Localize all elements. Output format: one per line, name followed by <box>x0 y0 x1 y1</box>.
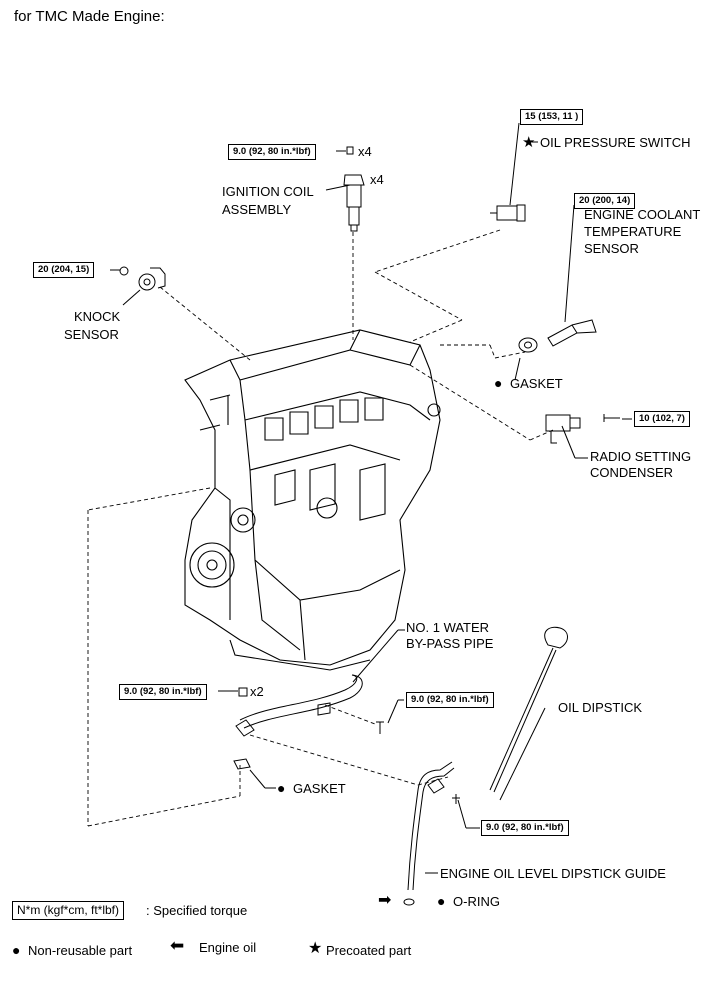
leader-lines <box>110 122 632 874</box>
label-water-pipe-line2: BY-PASS PIPE <box>406 636 494 651</box>
legend-engine-oil-label: Engine oil <box>199 940 257 955</box>
gasket-upper-drawing <box>518 337 538 353</box>
torque-box-pipe-right: 9.0 (92, 80 in.*lbf) <box>406 692 494 708</box>
legend-torque-box: N*m (kgf*cm, ft*lbf) <box>12 901 125 920</box>
torque-box-coil: 9.0 (92, 80 in.*lbf) <box>228 144 316 160</box>
label-coolant-sensor-line2: TEMPERATURE <box>584 224 682 239</box>
legend-non-reusable-label: Non-reusable part <box>28 943 133 958</box>
label-ignition-coil-line1: IGNITION COIL <box>222 184 314 199</box>
label-knock-sensor-line1: KNOCK <box>74 309 121 324</box>
condenser-drawing <box>545 414 620 444</box>
legend-precoated-label: Precoated part <box>326 943 412 958</box>
multiplier-nut-x2: x2 <box>250 684 264 699</box>
label-water-pipe-line1: NO. 1 WATER <box>406 620 490 635</box>
torque-box-coolant: 20 (200, 14) <box>574 193 636 209</box>
label-condenser-line2: CONDENSER <box>590 465 674 480</box>
torque-box-knock: 20 (204, 15) <box>33 262 95 278</box>
diagram-title: for TMC Made Engine: <box>14 8 165 25</box>
non-reusable-dot-icon: ● <box>494 375 503 391</box>
ignition-coil-drawing <box>343 146 365 232</box>
multiplier-bolt-x4: x4 <box>358 144 372 159</box>
label-oring: O-RING <box>453 894 500 909</box>
label-gasket-upper: GASKET <box>510 376 563 391</box>
torque-box-guide: 9.0 (92, 80 in.*lbf) <box>481 820 569 836</box>
legend-torque-text: : Specified torque <box>146 903 248 918</box>
non-reusable-dot-icon: ● <box>277 780 286 796</box>
dipstick-guide-drawing <box>403 761 460 906</box>
legend-engine-oil-arrow-icon: ⬅ <box>170 936 185 955</box>
multiplier-coil-x4: x4 <box>370 172 384 187</box>
label-knock-sensor-line2: SENSOR <box>64 327 119 342</box>
label-coolant-sensor-line1: ENGINE COOLANT <box>584 207 701 222</box>
label-condenser-line1: RADIO SETTING <box>590 449 692 464</box>
engine-oil-arrow-icon: ➡ <box>378 892 392 909</box>
legend-precoated-star-icon: ★ <box>308 940 323 957</box>
label-dipstick-guide: ENGINE OIL LEVEL DIPSTICK GUIDE <box>440 866 666 881</box>
legend-non-reusable-dot-icon: ● <box>12 942 21 958</box>
label-oil-pressure-switch: OIL PRESSURE SWITCH <box>540 135 691 150</box>
knock-sensor-drawing <box>119 266 166 291</box>
precoated-star-icon: ★ <box>522 134 536 151</box>
engine-block-drawing <box>184 329 441 671</box>
gasket-lower-drawing <box>233 758 251 770</box>
oil-pressure-switch-drawing <box>490 204 526 222</box>
label-gasket-lower: GASKET <box>293 781 346 796</box>
torque-box-condenser: 10 (102, 7) <box>634 411 690 427</box>
label-ignition-coil-line2: ASSEMBLY <box>222 202 292 217</box>
water-bypass-pipe-drawing <box>235 674 384 737</box>
coolant-sensor-drawing <box>547 319 597 347</box>
torque-box-pipe-left: 9.0 (92, 80 in.*lbf) <box>119 684 207 700</box>
non-reusable-dot-icon: ● <box>437 893 446 909</box>
torque-box-oil-pressure: 15 (153, 11 ) <box>520 109 584 125</box>
assembly-dashed-lines <box>87 229 554 827</box>
oil-dipstick-drawing <box>489 626 568 793</box>
label-coolant-sensor-line3: SENSOR <box>584 241 639 256</box>
label-oil-dipstick: OIL DIPSTICK <box>558 700 643 715</box>
